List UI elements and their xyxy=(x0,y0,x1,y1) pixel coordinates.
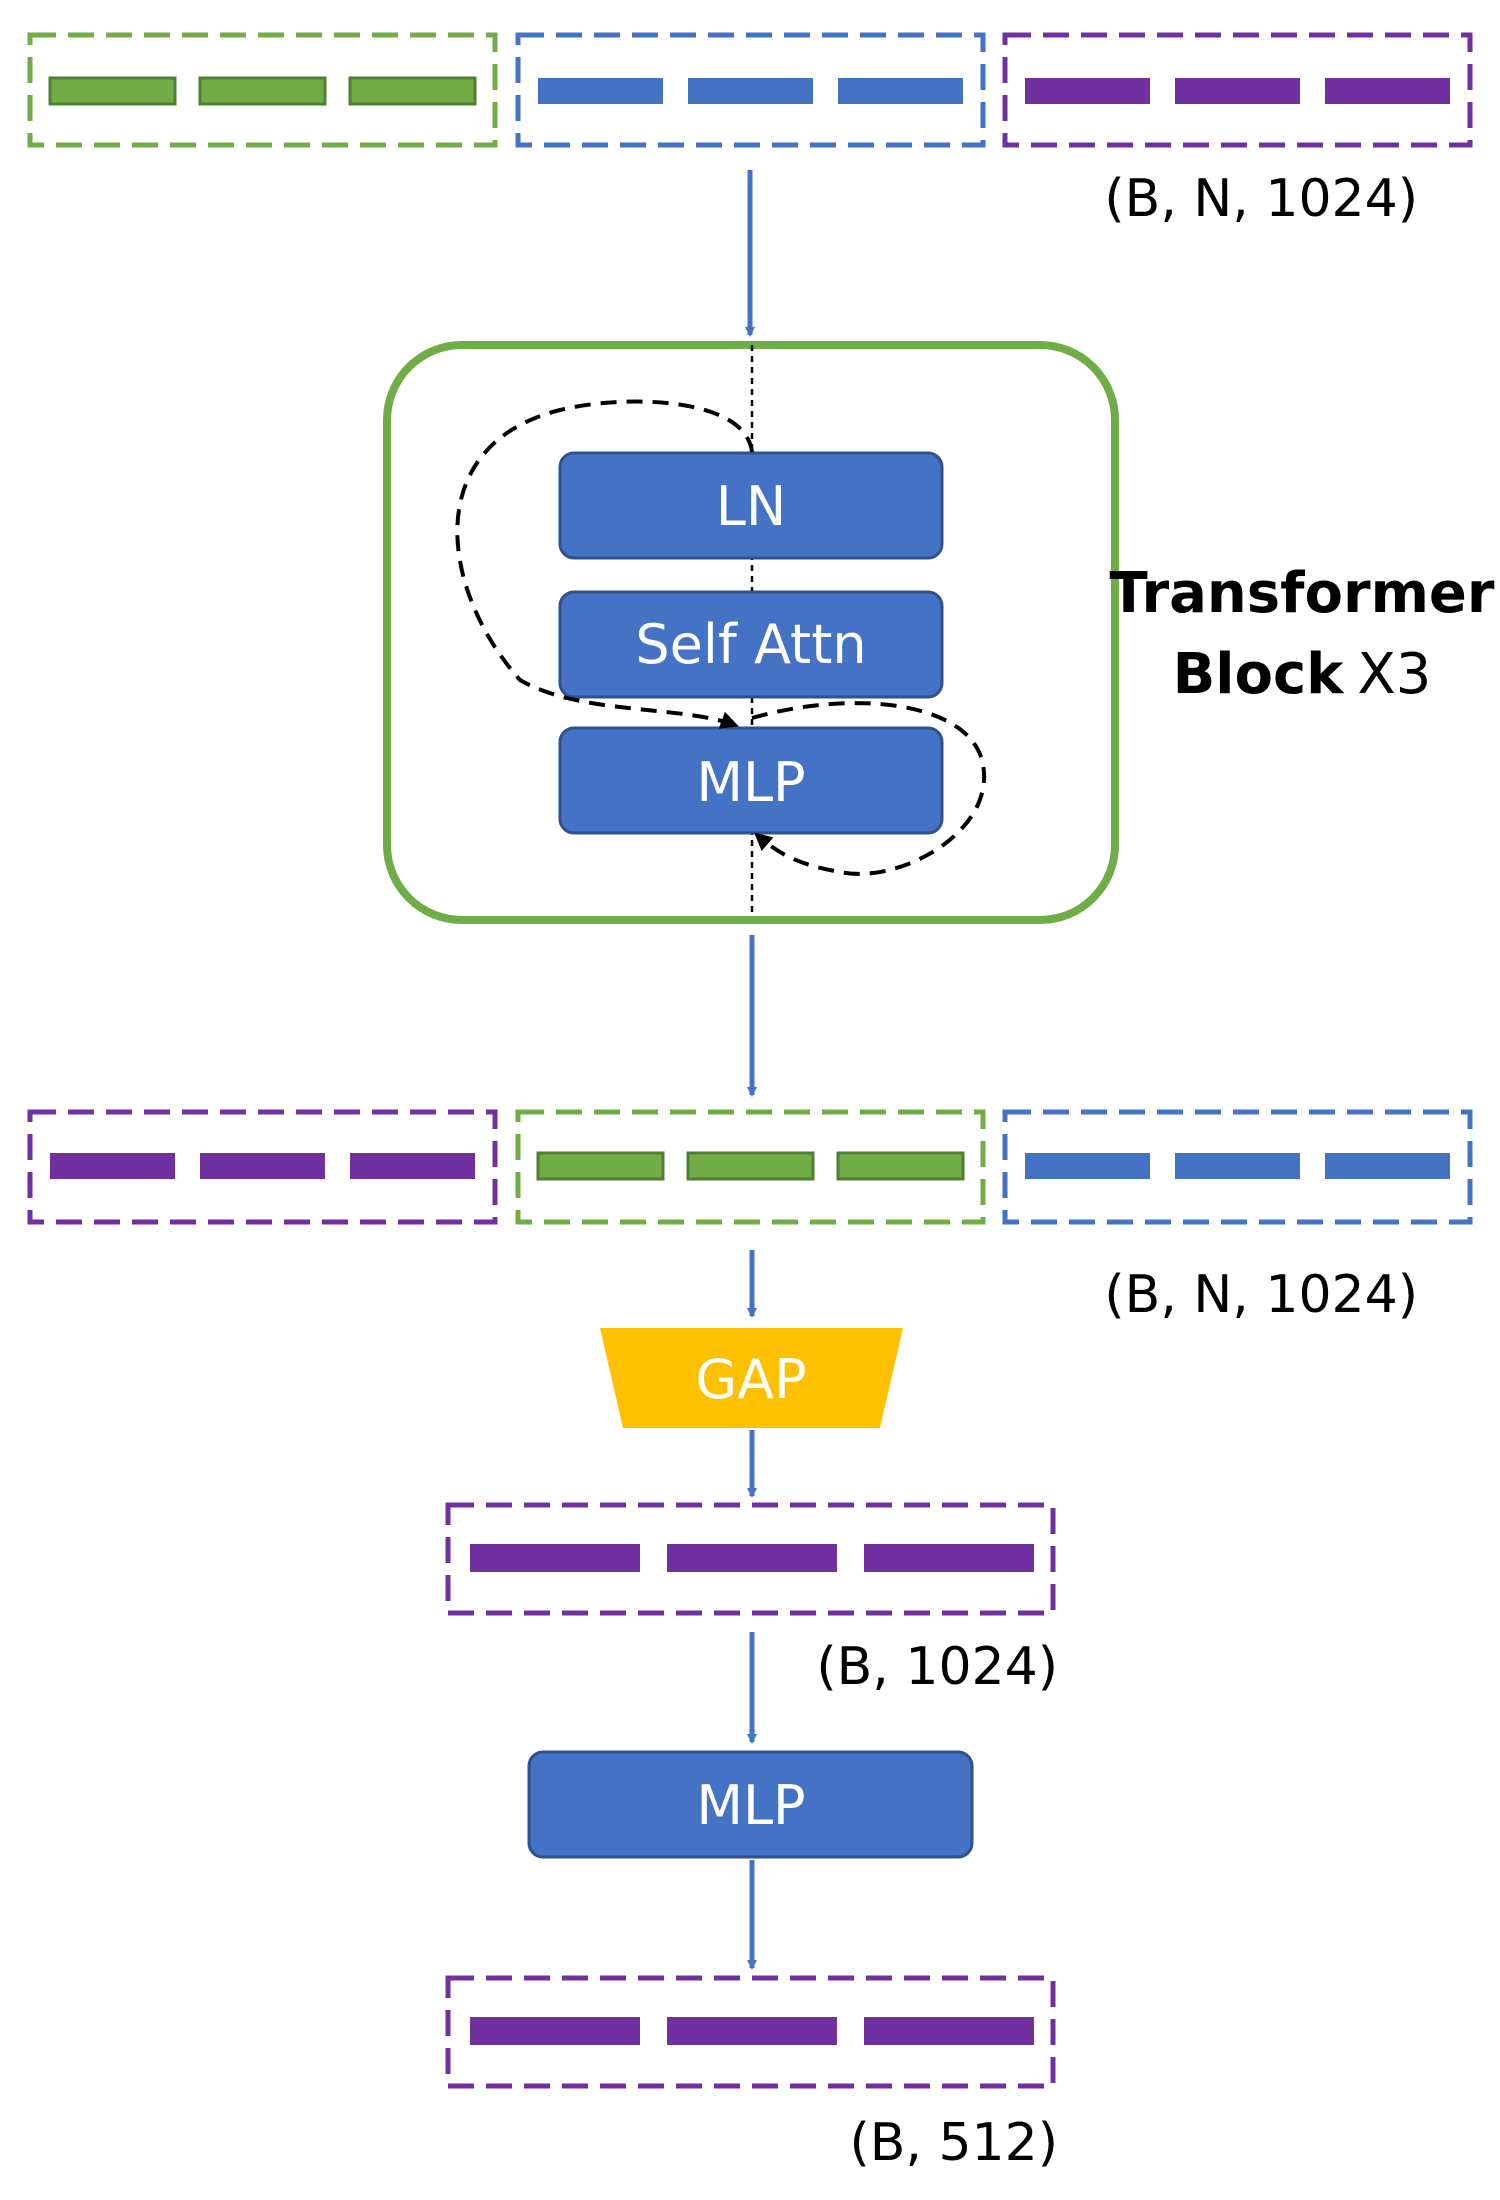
pooled-frame xyxy=(445,1502,1056,1616)
self-attn-layer-label: Self Attn xyxy=(635,613,866,676)
mid-group-1-token-3 xyxy=(350,1153,475,1179)
output-vector xyxy=(445,1975,1056,2089)
transformer-block: LN Self Attn MLP xyxy=(383,341,1119,924)
output-token-2 xyxy=(667,2017,837,2045)
output-token-3 xyxy=(864,2017,1034,2045)
ln-layer-label: LN xyxy=(716,475,786,538)
top-group-1-frame xyxy=(27,32,498,148)
output-frame xyxy=(445,1975,1056,2089)
pooled-vector xyxy=(445,1502,1056,1616)
mid-group-1-frame xyxy=(27,1109,498,1225)
ln-layer-box xyxy=(558,451,944,560)
top-shape-label: (B, N, 1024) xyxy=(1104,169,1418,229)
pooled-token-2 xyxy=(667,1544,837,1572)
output-shape-label: (B, 512) xyxy=(849,2113,1058,2173)
top-group-1-token-2 xyxy=(198,76,327,106)
mid-group-3-token-3 xyxy=(1325,1153,1450,1179)
top-group-3-token-1 xyxy=(1025,78,1150,104)
mid-group-2-frame xyxy=(515,1109,986,1225)
gap-trapezoid xyxy=(600,1328,903,1428)
mid-group-3-token-1 xyxy=(1025,1153,1150,1179)
top-group-3-token-3 xyxy=(1325,78,1450,104)
top-group-3-frame xyxy=(1002,32,1473,148)
mid-group-2-token-1 xyxy=(536,1151,665,1181)
top-group-1-token-1 xyxy=(48,76,177,106)
pooled-token-3 xyxy=(864,1544,1034,1572)
mid-group-1-token-2 xyxy=(200,1153,325,1179)
head-mlp-label: MLP xyxy=(696,1774,805,1837)
top-group-2-frame xyxy=(515,32,986,148)
self-attn-layer-box xyxy=(558,590,944,699)
transformer-title-block: Block xyxy=(1173,642,1346,707)
mlp-layer-label: MLP xyxy=(696,751,805,814)
output-token-1 xyxy=(470,2017,640,2045)
top-token-sequence xyxy=(27,32,1473,148)
pooled-shape-label: (B, 1024) xyxy=(816,1637,1058,1697)
top-group-2-token-3 xyxy=(838,78,963,104)
transformer-title-line-1: Transformer xyxy=(1109,561,1494,626)
gap-label: GAP xyxy=(695,1348,806,1411)
mid-group-2-token-3 xyxy=(836,1151,965,1181)
residual-connection-1 xyxy=(455,399,754,729)
mid-group-3-token-2 xyxy=(1175,1153,1300,1179)
top-group-2-token-2 xyxy=(688,78,813,104)
top-group-3-token-2 xyxy=(1175,78,1300,104)
head-mlp-box xyxy=(527,1750,974,1859)
transformer-title-repeat: X3 xyxy=(1357,642,1431,707)
mlp-layer-box xyxy=(558,726,944,835)
mid-shape-label: (B, N, 1024) xyxy=(1104,1265,1418,1325)
mid-group-2-token-2 xyxy=(686,1151,815,1181)
top-group-1-token-3 xyxy=(348,76,477,106)
mid-group-1-token-1 xyxy=(50,1153,175,1179)
top-group-2-token-1 xyxy=(538,78,663,104)
mid-token-sequence xyxy=(27,1109,1473,1225)
mid-group-3-frame xyxy=(1002,1109,1473,1225)
pooled-token-1 xyxy=(470,1544,640,1572)
